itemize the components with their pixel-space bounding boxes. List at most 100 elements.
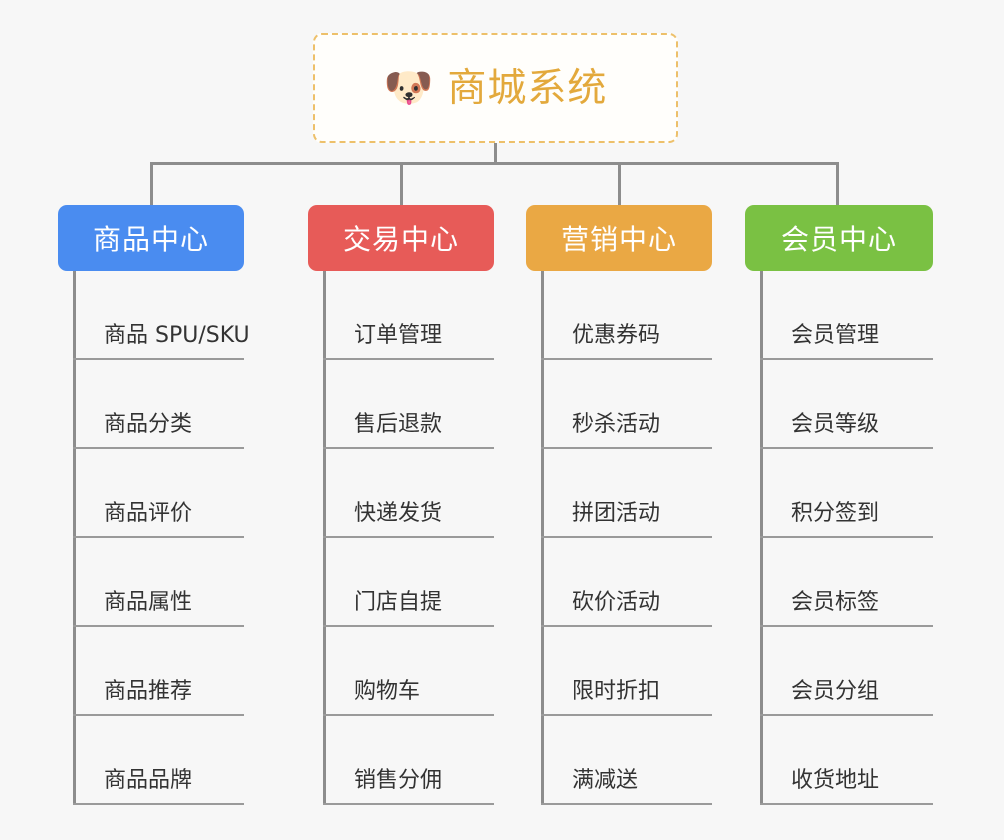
leaf-underline (760, 714, 933, 716)
leaf-item[interactable]: 商品评价 (73, 449, 244, 538)
leaf-label: 购物车 (354, 679, 421, 704)
spine-product-center (73, 271, 76, 805)
leaf-underline (541, 625, 712, 627)
leaf-label: 快递发货 (354, 501, 443, 526)
leaf-label: 销售分佣 (354, 768, 443, 793)
leaf-label: 门店自提 (354, 590, 443, 615)
category-header-member-center[interactable]: 会员中心 (745, 205, 933, 271)
category-title: 商品中心 (92, 223, 209, 256)
leaf-label: 商品推荐 (104, 679, 193, 704)
leaf-label: 限时折扣 (572, 679, 661, 704)
spine-marketing-center (541, 271, 544, 805)
category-header-product-center[interactable]: 商品中心 (58, 205, 244, 271)
connector-horizontal-bus (150, 162, 838, 165)
leaf-underline (323, 447, 494, 449)
leaf-underline (541, 447, 712, 449)
leaf-item[interactable]: 销售分佣 (323, 716, 494, 805)
leaf-item[interactable]: 快递发货 (323, 449, 494, 538)
category-title: 营销中心 (560, 223, 677, 256)
category-title: 交易中心 (342, 223, 459, 256)
category-header-marketing-center[interactable]: 营销中心 (526, 205, 712, 271)
connector-root-stem (494, 143, 497, 164)
leaf-underline (73, 714, 244, 716)
leaf-underline (760, 625, 933, 627)
leaf-underline (541, 714, 712, 716)
leaf-label: 会员分组 (791, 679, 880, 704)
leaf-item[interactable]: 会员等级 (760, 360, 933, 449)
leaf-label: 商品属性 (104, 590, 193, 615)
leaf-underline (323, 536, 494, 538)
leaf-label: 收货地址 (791, 768, 880, 793)
leaf-item[interactable]: 优惠券码 (541, 271, 712, 360)
leaf-list-product-center: 商品 SPU/SKU 商品分类 商品评价 商品属性 商品推荐 商品品牌 (73, 271, 250, 805)
leaf-item[interactable]: 商品分类 (73, 360, 244, 449)
leaf-list-trade-center: 订单管理 售后退款 快递发货 门店自提 购物车 销售分佣 (323, 271, 494, 805)
leaf-item[interactable]: 售后退款 (323, 360, 494, 449)
leaf-item[interactable]: 秒杀活动 (541, 360, 712, 449)
leaf-underline (323, 625, 494, 627)
leaf-item[interactable]: 门店自提 (323, 538, 494, 627)
leaf-item[interactable]: 收货地址 (760, 716, 933, 805)
leaf-item[interactable]: 砍价活动 (541, 538, 712, 627)
category-title: 会员中心 (780, 223, 897, 256)
shiba-dog-face-icon: 🐶 (383, 65, 434, 111)
leaf-underline (541, 536, 712, 538)
leaf-list-member-center: 会员管理 会员等级 积分签到 会员标签 会员分组 收货地址 (760, 271, 933, 805)
leaf-label: 拼团活动 (572, 501, 661, 526)
leaf-list-marketing-center: 优惠券码 秒杀活动 拼团活动 砍价活动 限时折扣 满减送 (541, 271, 712, 805)
leaf-label: 满减送 (572, 768, 639, 793)
spine-trade-center (323, 271, 326, 805)
leaf-underline (541, 803, 712, 805)
leaf-underline (323, 714, 494, 716)
leaf-item[interactable]: 商品推荐 (73, 627, 244, 716)
leaf-underline (73, 358, 244, 360)
branch-trade-center: 交易中心 订单管理 售后退款 快递发货 门店自提 购物车 (308, 205, 494, 805)
leaf-underline (323, 358, 494, 360)
branch-marketing-center: 营销中心 优惠券码 秒杀活动 拼团活动 砍价活动 限时折扣 (526, 205, 712, 805)
leaf-label: 商品分类 (104, 412, 193, 437)
leaf-label: 会员标签 (791, 590, 880, 615)
root-node-mall-system[interactable]: 🐶 商城系统 (313, 33, 678, 143)
leaf-label: 会员管理 (791, 323, 880, 348)
leaf-label: 商品评价 (104, 501, 193, 526)
leaf-item[interactable]: 商品属性 (73, 538, 244, 627)
leaf-item[interactable]: 拼团活动 (541, 449, 712, 538)
leaf-item[interactable]: 限时折扣 (541, 627, 712, 716)
leaf-underline (760, 447, 933, 449)
category-header-trade-center[interactable]: 交易中心 (308, 205, 494, 271)
connector-drop-member-center (836, 162, 839, 206)
leaf-item[interactable]: 订单管理 (323, 271, 494, 360)
leaf-underline (73, 536, 244, 538)
leaf-item[interactable]: 满减送 (541, 716, 712, 805)
leaf-underline (73, 447, 244, 449)
leaf-underline (73, 803, 244, 805)
leaf-label: 会员等级 (791, 412, 880, 437)
spine-member-center (760, 271, 763, 805)
leaf-label: 售后退款 (354, 412, 443, 437)
leaf-item[interactable]: 会员标签 (760, 538, 933, 627)
connector-drop-marketing-center (618, 162, 621, 206)
leaf-item[interactable]: 商品 SPU/SKU (73, 271, 250, 360)
connector-drop-product-center (150, 162, 153, 206)
branch-member-center: 会员中心 会员管理 会员等级 积分签到 会员标签 会员分组 (745, 205, 933, 805)
connector-drop-trade-center (400, 162, 403, 206)
leaf-label: 秒杀活动 (572, 412, 661, 437)
root-title: 商城系统 (447, 65, 608, 111)
leaf-label: 积分签到 (791, 501, 880, 526)
leaf-label: 砍价活动 (572, 590, 661, 615)
leaf-item[interactable]: 商品品牌 (73, 716, 244, 805)
leaf-label: 订单管理 (354, 323, 443, 348)
leaf-item[interactable]: 会员分组 (760, 627, 933, 716)
leaf-item[interactable]: 积分签到 (760, 449, 933, 538)
leaf-underline (73, 625, 244, 627)
leaf-label: 商品 SPU/SKU (104, 323, 250, 348)
leaf-underline (760, 803, 933, 805)
leaf-item[interactable]: 会员管理 (760, 271, 933, 360)
leaf-underline (541, 358, 712, 360)
branch-product-center: 商品中心 商品 SPU/SKU 商品分类 商品评价 商品属性 商品推荐 (58, 205, 250, 805)
leaf-underline (760, 358, 933, 360)
leaf-label: 优惠券码 (572, 323, 661, 348)
leaf-underline (323, 803, 494, 805)
leaf-item[interactable]: 购物车 (323, 627, 494, 716)
